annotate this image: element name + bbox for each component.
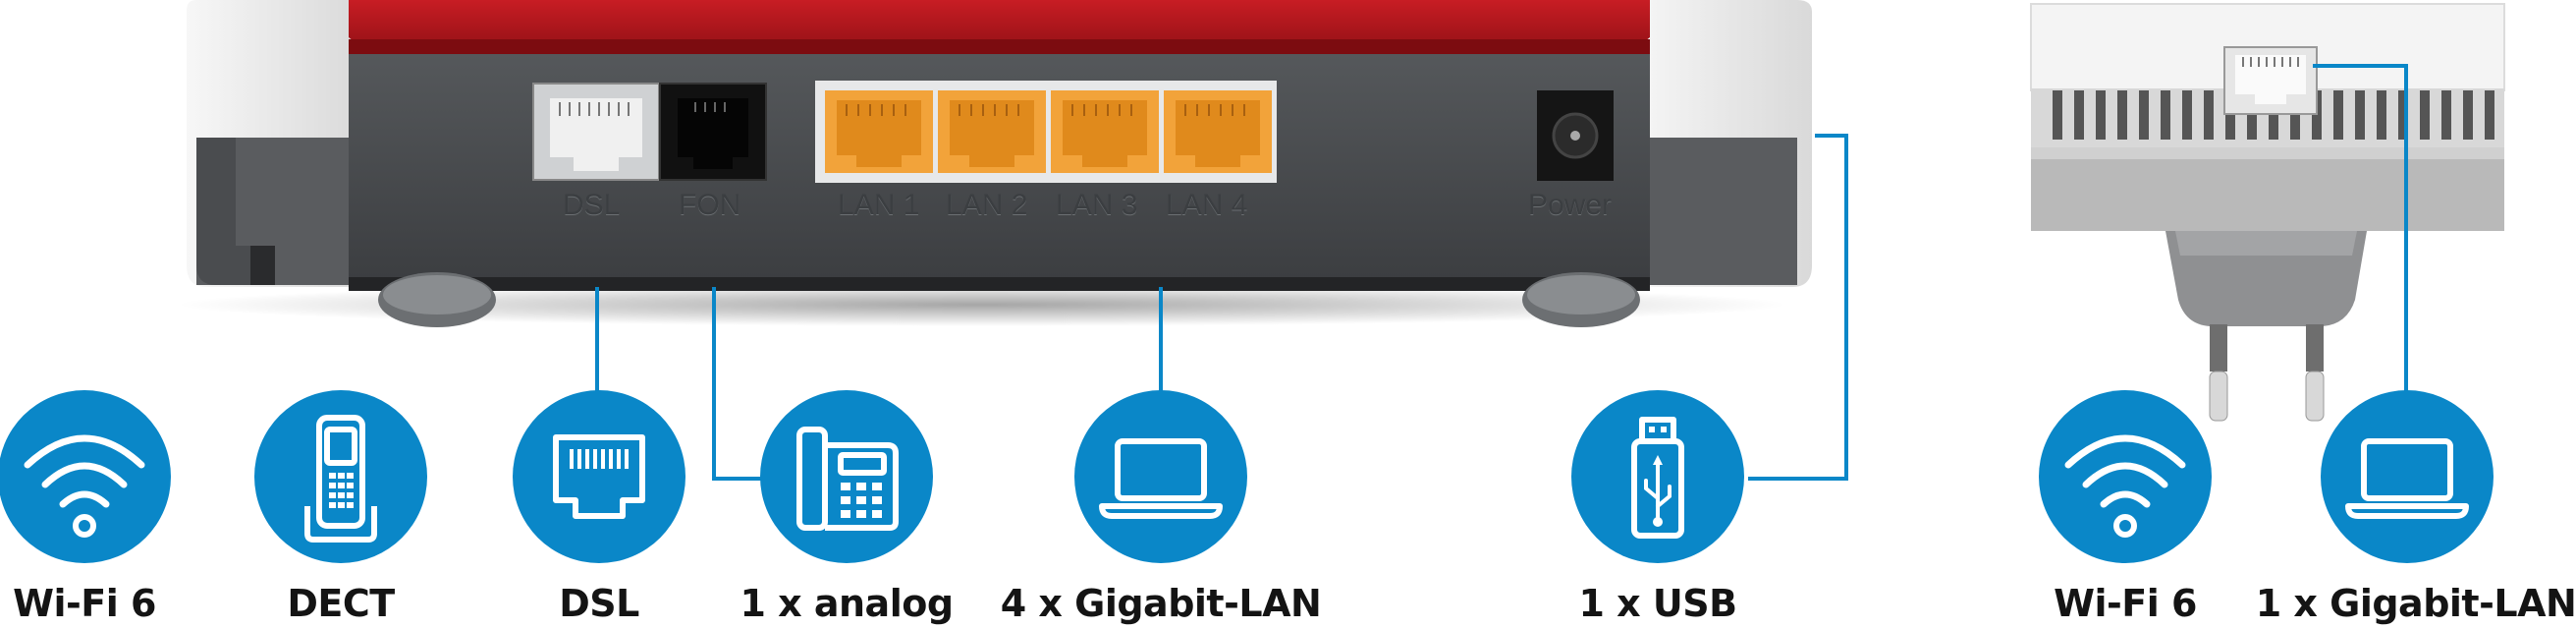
feature-label-dsl: DSL <box>559 582 639 625</box>
connector-repeater-lan <box>2313 64 2408 397</box>
router-shadow <box>177 283 1787 326</box>
router-red-top <box>349 0 1650 57</box>
feature-label-wifi: Wi-Fi 6 <box>13 582 156 625</box>
connector-lines <box>595 64 2408 481</box>
port-label-lan-4: LAN 4 <box>1166 189 1248 221</box>
feature-label-gigabit-lan: 4 x Gigabit-LAN <box>1000 582 1322 625</box>
lan-port-2 <box>938 90 1046 173</box>
lan-ports <box>815 81 1277 183</box>
router-right-cap <box>1630 0 1812 287</box>
router-left-cap <box>187 0 363 287</box>
dsl-port <box>532 83 660 181</box>
feature-label-dect: DECT <box>287 582 395 625</box>
connector-usb <box>1748 134 1848 481</box>
feature-label-usb: 1 x USB <box>1578 582 1737 625</box>
connector-fon <box>712 287 762 481</box>
cordless-phone-icon <box>254 390 427 563</box>
fon-port <box>659 83 767 181</box>
feature-label-repeater-wifi: Wi-Fi 6 <box>2054 582 2197 625</box>
repeater-device <box>2030 3 2505 422</box>
desk-phone-icon <box>760 390 933 563</box>
ethernet-port-icon <box>513 390 685 563</box>
port-label-lan-3: LAN 3 <box>1056 189 1138 221</box>
lan-port-3 <box>1051 90 1159 173</box>
feature-label-analog: 1 x analog <box>740 582 954 625</box>
port-label-lan-2: LAN 2 <box>946 189 1028 221</box>
port-label-fon: FON <box>679 189 741 221</box>
lan-port-1 <box>825 90 933 173</box>
wifi-icon <box>2039 390 2212 563</box>
feature-label-repeater-lan: 1 x Gigabit-LAN <box>2255 582 2576 625</box>
power-port <box>1537 90 1614 181</box>
laptop-icon <box>2321 390 2494 563</box>
usb-stick-icon <box>1571 390 1744 563</box>
laptop-icon <box>1074 390 1247 563</box>
lan-port-4 <box>1164 90 1272 173</box>
port-label-lan-1: LAN 1 <box>838 189 920 221</box>
port-label-power: Power <box>1528 189 1613 221</box>
wifi-icon <box>0 390 171 563</box>
port-label-dsl: DSL <box>563 189 621 221</box>
